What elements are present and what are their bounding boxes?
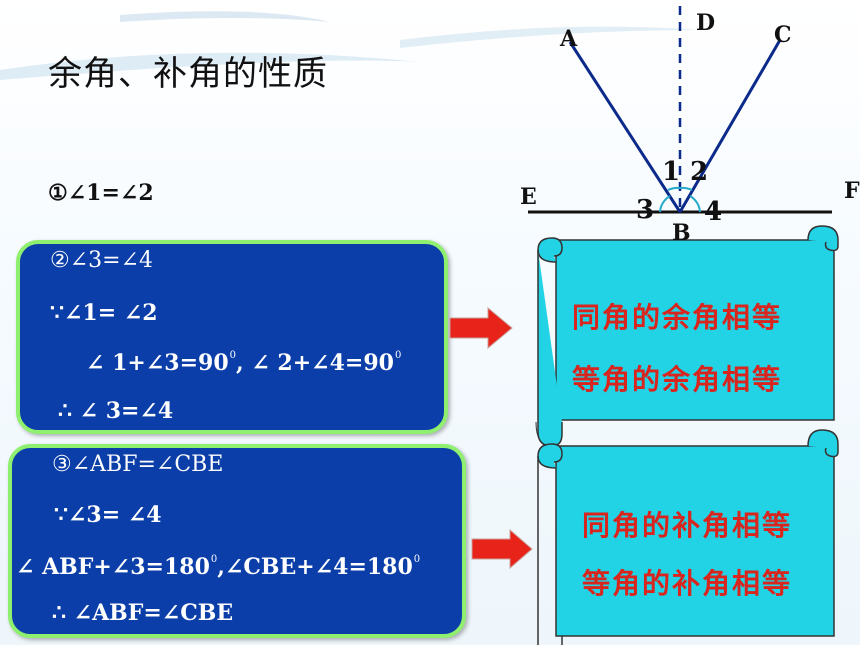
panel2-therefore: ∴ ∠ABF=∠CBE: [52, 600, 234, 626]
panel2-sum: ∠ ABF+∠3=1800,∠CBE+∠4=1800: [16, 554, 420, 580]
panel2-sum-b: ,∠CBE+∠4=180: [217, 554, 413, 580]
degree-mark: 0: [413, 554, 421, 565]
degree-mark: 0: [229, 350, 236, 361]
label-angle-1: 1: [662, 157, 680, 187]
panel1-therefore: ∴ ∠ 3=∠4: [58, 398, 174, 424]
panel1-because: ∵∠1= ∠2: [50, 300, 158, 326]
panel1-sum: ∠ 1+∠3=900, ∠ 2+∠4=900: [86, 350, 401, 376]
scroll-banner: [537, 429, 839, 645]
label-angle-4: 4: [704, 197, 722, 227]
arc-angle-2: [679, 186, 693, 191]
proof-panel-supplement: ③∠ABF=∠CBE ∵∠3= ∠4 ∠ ABF+∠3=1800,∠CBE+∠4…: [8, 444, 466, 638]
degree-mark: 0: [394, 350, 402, 361]
arc-angle-1: [667, 186, 681, 191]
arc-angle-4: [689, 195, 701, 213]
panel1-sum-a: ∠ 1+∠3=90: [86, 350, 229, 376]
page-title: 余角、补角的性质: [48, 54, 328, 94]
label-e: E: [520, 184, 537, 210]
panel2-sum-a: ∠ ABF+∠3=180: [16, 554, 210, 580]
angle-diagram: A D C E F B 1 2 3 4: [520, 6, 860, 246]
scroll2-line1: 同角的补角相等: [582, 509, 793, 542]
arc-angle-3: [659, 195, 671, 213]
panel2-because: ∵∠3= ∠4: [54, 502, 162, 528]
panel1-statement: ②∠3=∠4: [50, 248, 154, 273]
panel1-sum-b: , ∠ 2+∠4=90: [236, 350, 394, 376]
label-f: F: [844, 178, 860, 204]
label-c: C: [774, 22, 792, 48]
line-ba: [568, 41, 682, 213]
scroll-banner: [535, 225, 839, 449]
proof-panel-complement: ②∠3=∠4 ∵∠1= ∠2 ∠ 1+∠3=900, ∠ 2+∠4=900 ∴ …: [16, 240, 448, 434]
scroll1-line1: 同角的余角相等: [572, 301, 783, 334]
label-angle-2: 2: [690, 157, 708, 187]
line-bc: [678, 39, 782, 213]
panel2-statement: ③∠ABF=∠CBE: [52, 452, 224, 477]
arrow-right-icon: [471, 528, 533, 570]
property-1: ①∠1=∠2: [48, 180, 154, 206]
label-d: D: [696, 10, 715, 36]
arrow-right-icon: [449, 306, 513, 350]
label-a: A: [559, 26, 578, 52]
background-swoosh: [0, 11, 700, 80]
degree-mark: 0: [210, 554, 218, 565]
label-angle-3: 3: [636, 195, 654, 225]
scroll1-line2: 等角的余角相等: [572, 363, 783, 396]
scroll2-line2: 等角的补角相等: [582, 567, 793, 600]
label-b: B: [672, 220, 691, 246]
